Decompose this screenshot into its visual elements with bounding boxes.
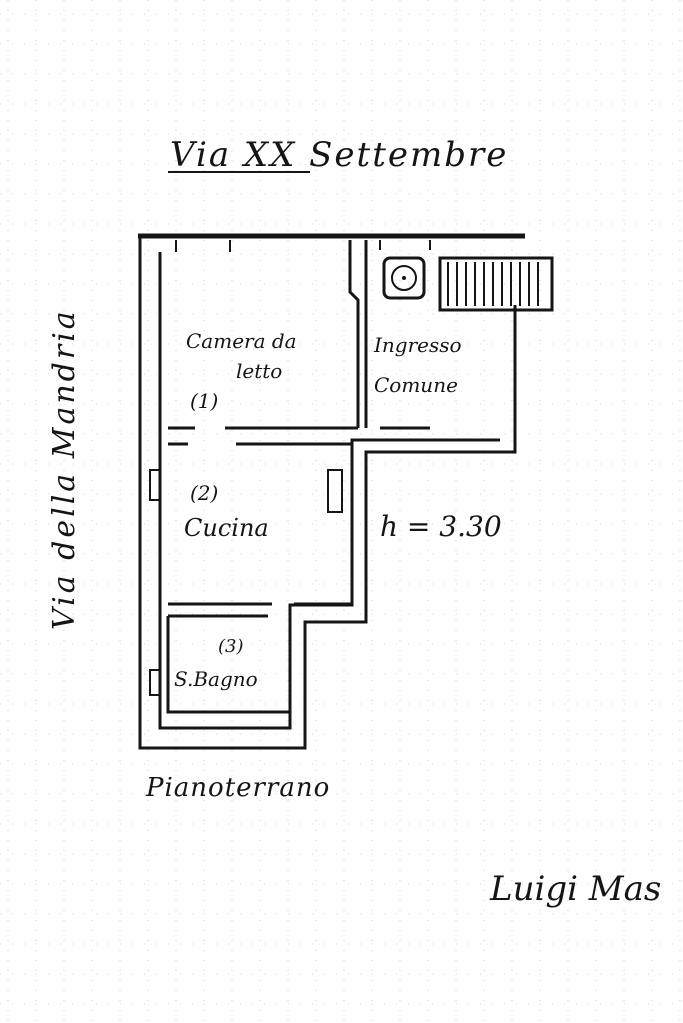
street-top-label: Via XX Settembre bbox=[170, 135, 508, 175]
stair-steps bbox=[447, 262, 539, 306]
window-camera bbox=[175, 240, 231, 252]
room-number-camera: (1) bbox=[190, 389, 218, 413]
ceiling-height-note: h = 3.30 bbox=[380, 510, 502, 543]
room-label-camera-1: Camera da bbox=[186, 329, 297, 353]
well-symbol bbox=[382, 256, 426, 300]
well-circle-icon bbox=[391, 265, 417, 291]
walls bbox=[138, 233, 525, 750]
street-left-label: Via della Mandria bbox=[47, 308, 82, 630]
room-label-ingresso-2: Comune bbox=[374, 373, 458, 397]
bagno-wall bbox=[166, 616, 290, 714]
stair-frame bbox=[438, 256, 554, 312]
window-cucina bbox=[149, 469, 160, 501]
signature: Luigi Mas bbox=[489, 869, 661, 909]
staircase bbox=[438, 256, 554, 312]
room-label-camera-2: letto bbox=[236, 359, 282, 383]
room-label-bagno: S.Bagno bbox=[174, 667, 258, 691]
window-bagno bbox=[149, 669, 160, 696]
inner-wall bbox=[158, 252, 500, 730]
well-frame bbox=[382, 256, 426, 300]
partition-wall bbox=[348, 240, 360, 428]
room-label-ingresso-1: Ingresso bbox=[373, 333, 462, 357]
room-label-cucina: Cucina bbox=[184, 514, 269, 542]
room-number-cucina: (2) bbox=[190, 481, 218, 505]
outer-wall bbox=[138, 238, 517, 750]
well-center-dot bbox=[402, 276, 406, 280]
room-number-bagno: (3) bbox=[218, 636, 244, 657]
ingresso-wall bbox=[380, 426, 500, 442]
kitchen-cupboard bbox=[327, 469, 343, 513]
floor-level-label: Pianoterrano bbox=[145, 773, 330, 803]
window-ingresso bbox=[379, 240, 431, 250]
